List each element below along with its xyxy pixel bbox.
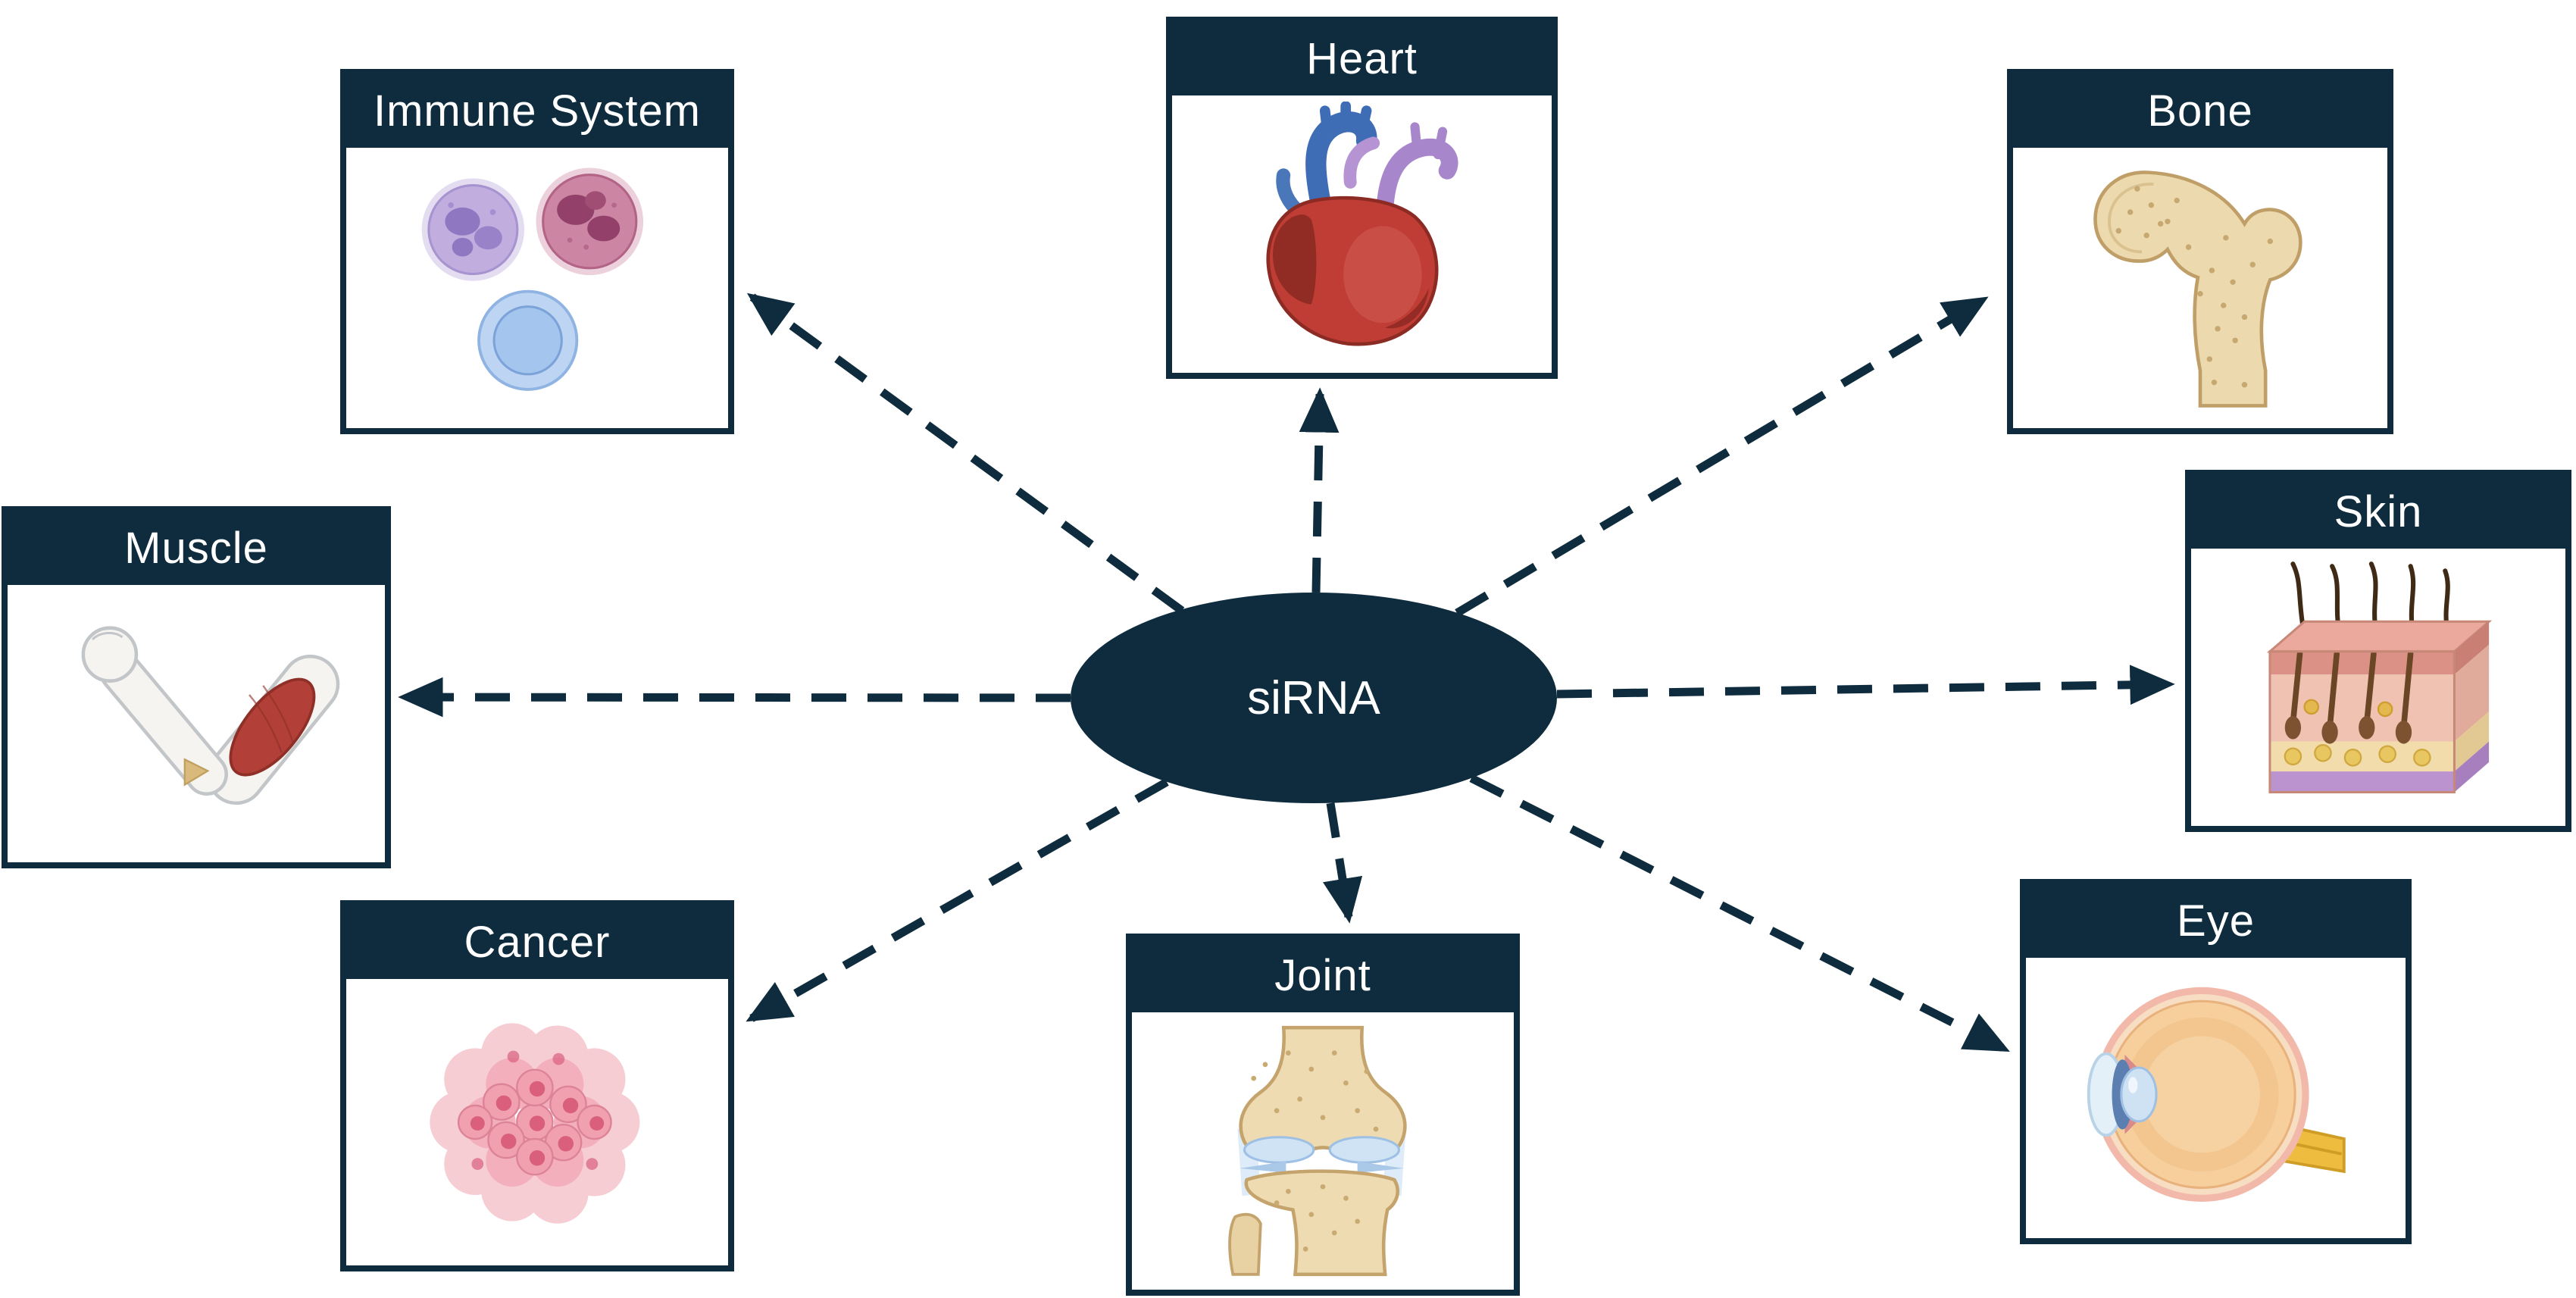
sirna-label: siRNA	[1247, 671, 1380, 724]
node-joint: Joint	[1126, 934, 1520, 1296]
node-immune-system: Immune System	[340, 69, 734, 434]
sirna-center-node: siRNA	[1071, 593, 1557, 803]
node-muscle: Muscle	[2, 506, 391, 868]
node-title: Joint	[1132, 940, 1514, 1012]
anatomical-heart-illustration	[1266, 102, 1458, 346]
arrow-to-heart	[1299, 387, 1340, 593]
node-eye: Eye	[2020, 879, 2412, 1244]
arm-muscle-illustration	[81, 626, 340, 805]
skin-cross-section-illustration	[2266, 561, 2493, 793]
arrow-to-eye	[1469, 774, 2010, 1052]
node-cancer: Cancer	[340, 900, 734, 1271]
node-title: Immune System	[346, 75, 728, 148]
arrow-to-muscle	[398, 677, 1071, 718]
node-skin: Skin	[2185, 470, 2571, 832]
knee-joint-illustration	[1228, 1025, 1407, 1277]
node-title: Heart	[1172, 23, 1552, 95]
node-title: Muscle	[8, 512, 385, 585]
femur-bone-illustration	[2093, 170, 2302, 408]
arrow-to-joint	[1322, 802, 1363, 924]
immune-cells-illustration	[421, 167, 644, 391]
arrow-to-cancer	[746, 778, 1169, 1022]
node-bone: Bone	[2007, 69, 2393, 434]
eye-cross-section-illustration	[2087, 987, 2346, 1202]
node-heart: Heart	[1166, 17, 1558, 379]
tumor-cell-cluster-illustration	[430, 1023, 640, 1224]
node-title: Bone	[2013, 75, 2387, 148]
arrow-to-skin	[1556, 665, 2175, 705]
arrow-to-immune-system	[746, 292, 1185, 615]
node-title: Eye	[2026, 885, 2406, 958]
node-title: Skin	[2191, 476, 2565, 549]
node-title: Cancer	[346, 906, 728, 979]
